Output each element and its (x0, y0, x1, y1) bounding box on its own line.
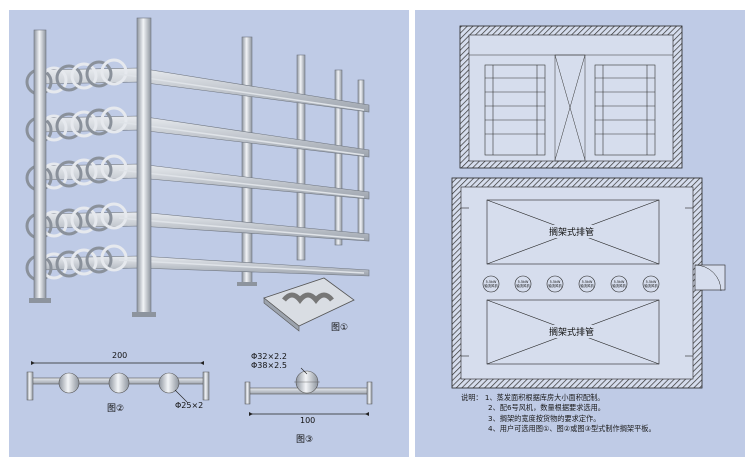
fan-label-5: 5.5kW 轴流风机 (612, 280, 626, 288)
notes-item-3: 3、搁架的宽度按货物的要求定作。 (488, 413, 601, 423)
fig1-label: 图① (331, 323, 349, 333)
fig3-pipe-dimension-a: Φ32×2.2 (251, 352, 287, 361)
fan-label-1: 5.5kW 轴流风机 (484, 280, 498, 288)
fig3-pipe-dimension-b: Φ38×2.5 (251, 361, 287, 370)
elevation-section-drawing (459, 25, 683, 169)
fig3-label: 图③ (296, 435, 314, 445)
fig1-shelf-plate-drawing (263, 277, 355, 332)
notes-heading: 说明： (461, 393, 483, 402)
fig2-width-dimension: 200 (112, 351, 128, 360)
rack-illustration-svg (25, 17, 373, 416)
fig2-pipe-dimension: Φ25×2 (175, 401, 204, 410)
fig2-pipe-plate-drawing (26, 361, 210, 403)
fan-label-2: 5.5kW 轴流风机 (516, 280, 530, 288)
pipe-rack-label-1: 搁架式排管 (548, 225, 596, 238)
fan-label-4: 5.5kW 轴流风机 (580, 280, 594, 288)
rack-back-posts (241, 36, 365, 286)
fig2-label: 图② (107, 404, 125, 414)
notes-item-1: 1、蒸发面积根据库房大小面积配制。 (484, 393, 605, 402)
fan-label-6: 5.5kW 轴流风机 (644, 280, 658, 288)
floor-plan-drawing (451, 177, 726, 389)
fig3-width-dimension: 100 (300, 416, 316, 425)
notes-block: 说明： 1、蒸发面积根据库房大小面积配制。 2、配6号风机，数量根据要求选用。 … (461, 393, 741, 435)
fan-label-3: 5.5kW 轴流风机 (548, 280, 562, 288)
cold-room-plan-svg (451, 25, 726, 389)
fig3-pipe-plate-drawing (244, 367, 373, 416)
right-panel-plan-drawings: 搁架式排管 搁架式排管 5.5kW 轴流风机 5.5kW 轴流风机 5.5kW … (415, 10, 745, 457)
left-panel-rack-illustration: 图① 200 图② Φ25×2 Φ32×2.2 Φ38×2.5 100 图③ (9, 10, 409, 457)
rack-front-posts (29, 17, 257, 317)
notes-item-2: 2、配6号风机，数量根据要求选用。 (488, 403, 605, 413)
notes-line-1: 说明： 1、蒸发面积根据库房大小面积配制。 (461, 393, 741, 403)
pipe-rack-label-2: 搁架式排管 (548, 325, 596, 338)
fan-circles (482, 275, 660, 293)
rack-coil-pipes (118, 73, 365, 274)
notes-item-4: 4、用户可选用图①、图②或图③型式制作搁架平板。 (488, 424, 656, 434)
